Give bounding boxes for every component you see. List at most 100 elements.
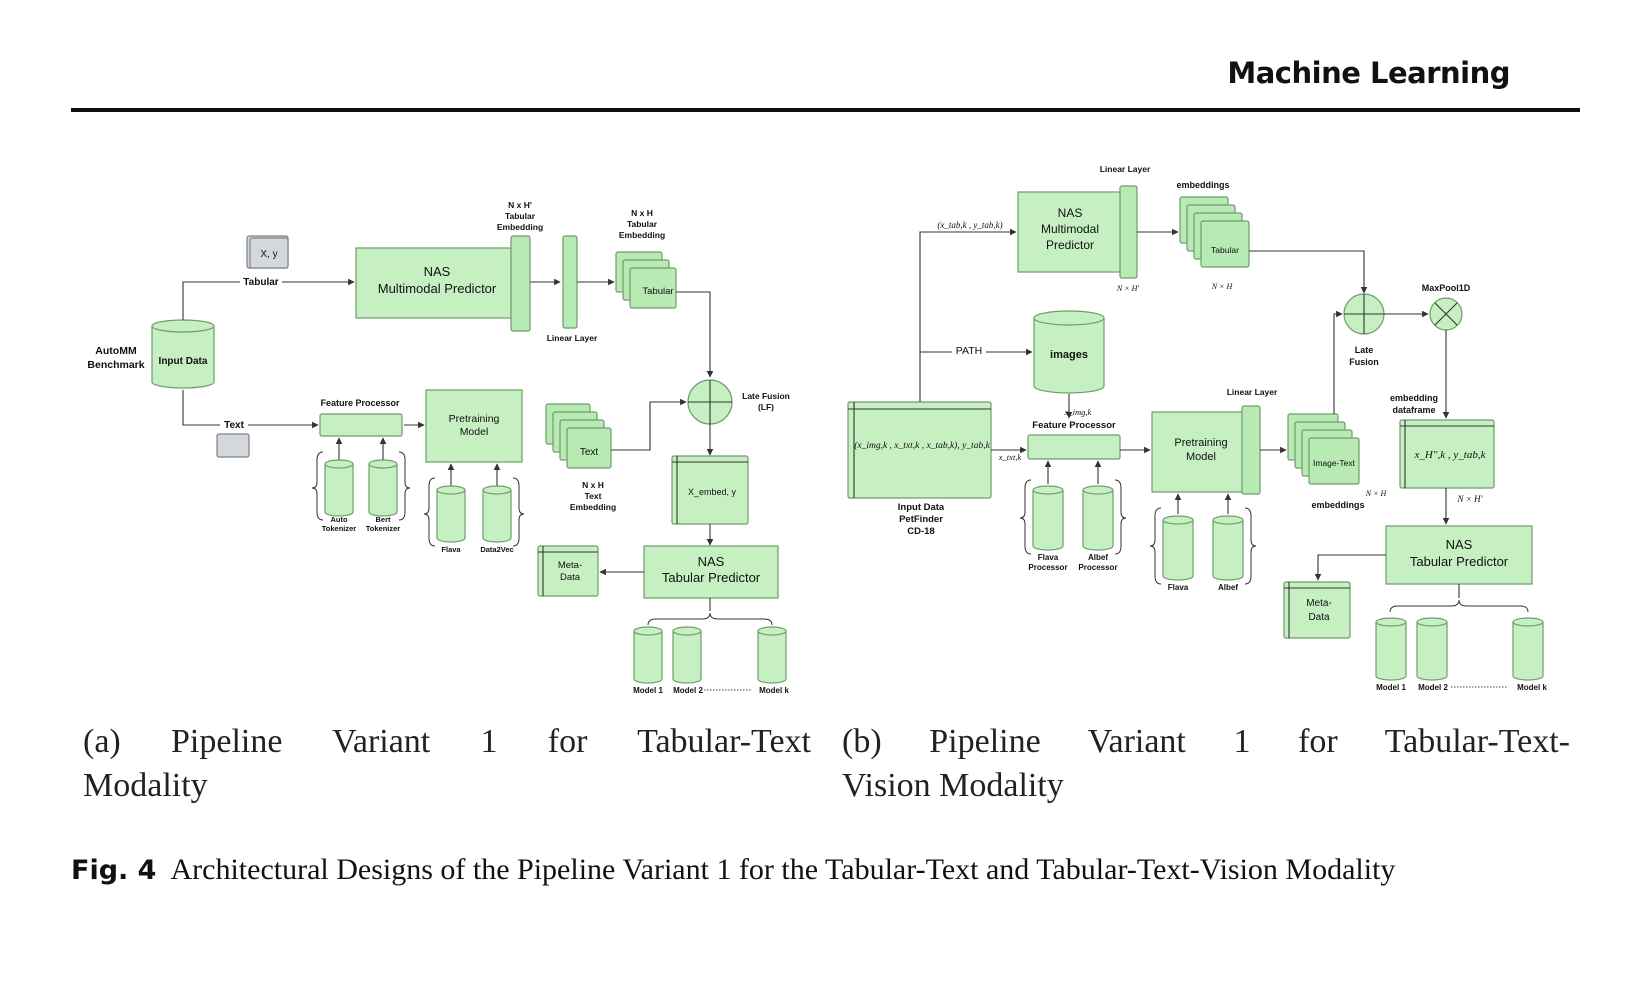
text-label: Text bbox=[224, 420, 244, 431]
tab-emb-3: Embedding bbox=[619, 230, 665, 240]
diagram-a: X, y Input Data AutoMM Benchmark Tabular… bbox=[87, 200, 789, 695]
maxpool-label: MaxPool1D bbox=[1422, 283, 1471, 293]
arrow-tab-to-fusion-b bbox=[1249, 250, 1368, 294]
late-fusion-b-2: Fusion bbox=[1349, 357, 1379, 367]
metadata-box-a: Meta- Data bbox=[537, 545, 599, 597]
input-data-box-b: (x_img,k , x_txt,k , x_tab,k), y_tab,k bbox=[847, 401, 992, 499]
meta-a-2: Data bbox=[560, 572, 581, 583]
nas-mm-label-1: NAS bbox=[424, 264, 451, 279]
image-text-embedding-cards: Image-Text bbox=[1287, 413, 1360, 485]
tabular-embedding-cards: Tabular bbox=[615, 251, 677, 309]
text-gray-card bbox=[216, 433, 250, 458]
linear-layer-bar-b-mid bbox=[1241, 405, 1261, 495]
tabular-arrow bbox=[182, 278, 355, 320]
flava-label-a: Flava bbox=[441, 545, 461, 554]
auto-tok-2: Tokenizer bbox=[322, 524, 357, 533]
nas-tabular-box-b bbox=[1385, 525, 1533, 585]
flava-proc-1: Flava bbox=[1038, 553, 1059, 562]
embeddings-top-label: embeddings bbox=[1176, 180, 1229, 190]
model-cylinders-b bbox=[1375, 617, 1544, 681]
n-h-2-label: N × H bbox=[1365, 489, 1388, 498]
meta-b-2: Data bbox=[1308, 612, 1330, 623]
brace-models-a bbox=[647, 612, 773, 626]
text-label-bg bbox=[220, 419, 248, 431]
model-k-a: Model k bbox=[759, 686, 789, 695]
images-label: images bbox=[1050, 349, 1088, 361]
path-label: PATH bbox=[956, 345, 982, 357]
brace-right-proc bbox=[1114, 479, 1127, 555]
tokenizer-cylinders bbox=[324, 459, 398, 517]
nas-mm-b-2: Multimodal bbox=[1041, 222, 1099, 236]
bert-tok-2: Tokenizer bbox=[366, 524, 401, 533]
tab-emb-2: Tabular bbox=[627, 219, 658, 229]
benchmark-label-2: Benchmark bbox=[87, 359, 144, 371]
input-tuple-label: (x_img,k , x_txt,k , x_tab,k), y_tab,k bbox=[854, 440, 990, 451]
n-h-prime-2-label: N × H' bbox=[1456, 494, 1483, 504]
xy-card: X, y bbox=[246, 235, 289, 269]
text-arrow bbox=[182, 390, 319, 429]
nas-tabular-box-a bbox=[643, 545, 779, 599]
tabular-card-label: Tabular bbox=[642, 286, 673, 297]
tabular-label: Tabular bbox=[243, 277, 278, 288]
auto-tok-1: Auto bbox=[330, 515, 347, 524]
arrow-imgtext-to-fusion bbox=[1333, 310, 1343, 414]
processor-cylinders bbox=[1032, 485, 1114, 551]
text-emb-1: N x H bbox=[582, 480, 604, 490]
nas-tab-b-2: Tabular Predictor bbox=[1410, 554, 1509, 569]
metadata-box-b: Meta- Data bbox=[1283, 581, 1351, 639]
journal-name: Machine Learning bbox=[1227, 56, 1510, 90]
albef-proc-1: Albef bbox=[1088, 553, 1108, 562]
brace-right-pt-a bbox=[512, 477, 525, 547]
model-1-a: Model 1 bbox=[633, 686, 663, 695]
image-text-card-label: Image-Text bbox=[1313, 458, 1356, 468]
pretraining-cylinders-a bbox=[436, 485, 512, 543]
tabular-embedding-cards-b: Tabular bbox=[1179, 196, 1250, 268]
pretraining-b-2: Model bbox=[1186, 451, 1216, 463]
maxpool-circle bbox=[1429, 297, 1463, 331]
n-h-label: N × H bbox=[1211, 282, 1234, 291]
input-data-label: Input Data bbox=[159, 356, 208, 367]
subcaption-a: (a) Pipeline Variant 1 for Tabular-Text … bbox=[83, 720, 811, 808]
pretraining-box-b bbox=[1151, 411, 1259, 493]
arrow-text-to-fusion bbox=[611, 398, 687, 451]
feature-processor-b-label: Feature Processor bbox=[1032, 420, 1116, 431]
feature-processor-box-a bbox=[319, 413, 403, 437]
flava-proc-2: Processor bbox=[1028, 563, 1067, 572]
arrow-tab-to-fusion bbox=[676, 291, 714, 378]
albef-b: Albef bbox=[1218, 583, 1238, 592]
input-data-cylinder: Input Data bbox=[151, 319, 215, 389]
pretraining-cylinders-b bbox=[1162, 515, 1244, 581]
embedding-df-1: embedding bbox=[1390, 393, 1438, 403]
subcaption-b-line1: (b) Pipeline Variant 1 for Tabular-Text- bbox=[842, 723, 1570, 760]
brace-left-tok bbox=[311, 451, 324, 521]
linear-layer-top-label: Linear Layer bbox=[1100, 164, 1151, 174]
nas-tab-a-1: NAS bbox=[698, 554, 725, 569]
late-fusion-circle-b bbox=[1343, 293, 1385, 335]
tab-emb-prime-3: Embedding bbox=[497, 222, 543, 232]
pretraining-box-a bbox=[425, 389, 523, 463]
linear-layer-bar-b-top bbox=[1119, 185, 1138, 279]
input-data-b-1: Input Data bbox=[898, 502, 945, 513]
diagram-b: (x_img,k , x_txt,k , x_tab,k), y_tab,k I… bbox=[847, 164, 1547, 692]
nas-mm-b-1: NAS bbox=[1058, 206, 1083, 220]
feature-processor-label-a: Feature Processor bbox=[320, 398, 400, 408]
x-img-label: x_img,k bbox=[1064, 407, 1092, 417]
x-embed-box: X_embed, y bbox=[671, 455, 749, 525]
embedding-dataframe-box: x_H'',k , y_tab,k bbox=[1399, 419, 1495, 489]
pretraining-a-2: Model bbox=[460, 426, 489, 438]
tab-emb-prime-bar bbox=[510, 235, 531, 332]
feature-processor-box-b bbox=[1027, 434, 1121, 460]
text-emb-3: Embedding bbox=[570, 502, 616, 512]
n-h-prime-label: N × H' bbox=[1116, 284, 1140, 293]
nas-tab-b-1: NAS bbox=[1446, 537, 1473, 552]
albef-proc-2: Processor bbox=[1078, 563, 1117, 572]
brace-left-pt-a bbox=[423, 477, 436, 547]
linear-layer-bar-a bbox=[562, 235, 578, 329]
df-tuple-label: x_H'',k , y_tab,k bbox=[1414, 449, 1487, 461]
late-fusion-a-2: (LF) bbox=[758, 402, 774, 412]
meta-b-1: Meta- bbox=[1306, 598, 1332, 609]
brace-models-b bbox=[1389, 599, 1529, 613]
nas-tab-a-2: Tabular Predictor bbox=[662, 570, 761, 585]
